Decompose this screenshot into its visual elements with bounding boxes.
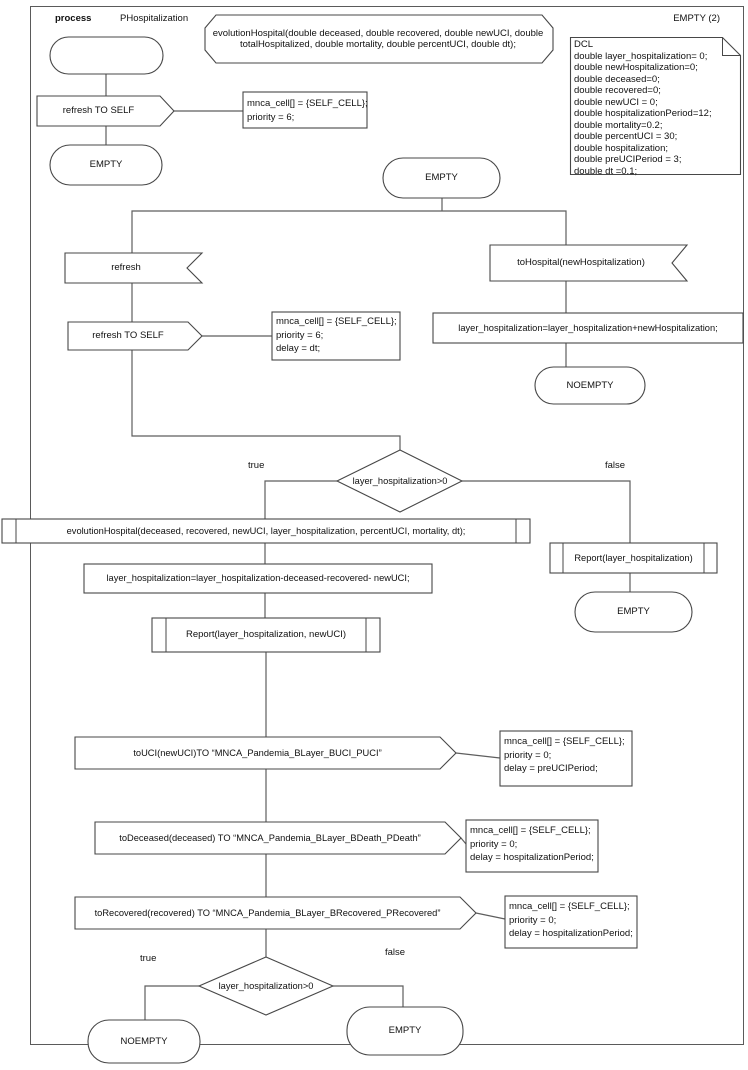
input-signal-text: refresh — [111, 262, 141, 274]
dcl-line: double recovered=0; — [574, 85, 661, 96]
state-oval-empty-1 — [49, 144, 163, 186]
comment-text: mnca_cell[] = {SELF_CELL}; priority = 6; — [247, 97, 368, 124]
true-branch-connector — [264, 480, 337, 519]
dcl-line: double percentUCI = 30; — [574, 131, 678, 142]
comment-line: mnca_cell[] = {SELF_CELL}; — [470, 825, 591, 836]
state-oval-empty-right — [574, 591, 693, 633]
procedure-declaration-shape — [204, 14, 554, 64]
output-signal-text: refresh TO SELF — [62, 105, 135, 117]
dcl-note-text: DCL double layer_hospitalization= 0; dou… — [574, 39, 739, 177]
output-signal-text: toDeceased(deceased) TO “MNCA_Pandemia_B… — [119, 832, 421, 843]
decision-condition-text: layer_hospitalization>0 — [352, 475, 448, 486]
comment-box-2 — [271, 311, 401, 361]
comment-line: priority = 0; — [509, 914, 557, 926]
state-oval-noempty-1 — [534, 366, 646, 405]
start-state-oval — [49, 36, 164, 75]
input-signal-refresh — [64, 252, 204, 284]
output-signal-torecovered — [74, 896, 477, 930]
state-label: NOEMPTY — [566, 379, 614, 391]
decision-diamond-bottom — [197, 956, 335, 1016]
branch-split-connector — [131, 210, 567, 253]
comment-line: mnca_cell[] = {SELF_CELL}; — [504, 736, 625, 747]
procedure-declaration-text: evolutionHospital(double deceased, doubl… — [212, 27, 544, 50]
dcl-line: double mortality=0.2; — [574, 119, 663, 131]
dcl-line: double newHospitalization=0; — [574, 62, 698, 73]
assignment-box-sub — [83, 563, 433, 594]
dcl-line: double deceased=0; — [574, 73, 660, 85]
comment-line: delay = preUCIPeriod; — [504, 763, 598, 774]
comment-line: delay = hospitalizationPeriod; — [470, 852, 594, 863]
procedure-call-text: evolutionHospital(deceased, recovered, n… — [66, 525, 466, 536]
comment-text: mnca_cell[] = {SELF_CELL}; priority = 0;… — [470, 824, 596, 865]
comment-box-torecovered — [504, 895, 638, 949]
assignment-text: layer_hospitalization=layer_hospitalizat… — [106, 573, 410, 584]
output-signal-todeceased — [94, 821, 462, 855]
state-label: EMPTY — [388, 1025, 422, 1037]
output-signal-refresh-to-self-2 — [67, 321, 203, 351]
comment-line: delay = dt; — [276, 343, 321, 354]
dcl-line: double preUCIPeriod = 3; — [574, 154, 682, 165]
output-signal-touci — [74, 736, 457, 770]
procedure-call-evolutionhospital — [1, 518, 531, 544]
decision-condition-text: layer_hospitalization>0 — [218, 980, 314, 991]
state-label: EMPTY — [89, 159, 123, 171]
dcl-note-box — [569, 36, 742, 176]
dcl-line: double dt =0.1; — [574, 165, 638, 177]
comment-line: mnca_cell[] = {SELF_CELL}; — [247, 98, 368, 109]
output-signal-text: refresh TO SELF — [92, 330, 164, 342]
assignment-text: layer_hospitalization=layer_hospitalizat… — [458, 322, 718, 333]
procedure-call-text: Report(layer_hospitalization, newUCI) — [186, 629, 346, 641]
process-name-label: PHospitalization — [120, 13, 189, 24]
assignment-box-add — [432, 312, 744, 344]
comment-line: delay = hospitalizationPeriod; — [509, 928, 633, 939]
comment-connector — [460, 837, 467, 845]
input-signal-tohospital — [489, 244, 689, 282]
comment-box-1 — [242, 91, 368, 129]
dcl-line: double newUCI = 0; — [574, 96, 658, 108]
output-signal-refresh-to-self-1 — [36, 95, 175, 127]
state-label: EMPTY — [617, 606, 650, 618]
comment-box-todeceased — [465, 819, 599, 873]
procedure-call-report-2 — [151, 617, 381, 653]
procedure-call-text: Report(layer_hospitalization) — [574, 552, 693, 563]
comment-line: priority = 6; — [276, 329, 324, 341]
state-oval-noempty-final — [87, 1019, 201, 1064]
input-signal-text: toHospital(newHospitalization) — [517, 257, 645, 269]
state-label: EMPTY — [425, 172, 458, 184]
comment-box-touci — [499, 730, 633, 787]
output-signal-text: toRecovered(recovered) TO “MNCA_Pandemia… — [94, 907, 441, 918]
comment-line: mnca_cell[] = {SELF_CELL}; — [509, 901, 630, 912]
state-oval-empty-main — [382, 157, 501, 199]
state-note-label: EMPTY (2) — [673, 13, 720, 24]
dcl-line: DCL — [574, 39, 594, 50]
false-branch-label: false — [605, 460, 626, 471]
false-branch-connector — [462, 480, 631, 543]
false-branch-connector — [333, 985, 404, 1007]
comment-line: mnca_cell[] = {SELF_CELL}; — [276, 316, 397, 327]
process-keyword-label: process — [55, 13, 92, 24]
dcl-line: double layer_hospitalization= 0; — [574, 50, 708, 62]
procedure-call-report-1 — [549, 542, 718, 574]
comment-text: mnca_cell[] = {SELF_CELL}; priority = 0;… — [509, 900, 635, 941]
true-branch-label: true — [248, 460, 265, 471]
state-label: NOEMPTY — [120, 1035, 168, 1047]
comment-line: priority = 0; — [470, 838, 518, 850]
decision-diamond-top — [335, 449, 464, 513]
dcl-note-fold — [722, 37, 741, 56]
comment-line: priority = 0; — [504, 749, 552, 761]
dcl-line: double hospitalizationPeriod=12; — [574, 108, 712, 119]
comment-connector — [455, 752, 501, 759]
connector — [131, 350, 401, 450]
comment-connector — [475, 912, 506, 920]
false-branch-label: false — [385, 947, 406, 958]
comment-text: mnca_cell[] = {SELF_CELL}; priority = 0;… — [504, 735, 630, 776]
dcl-line: double hospitalization; — [574, 142, 669, 154]
state-oval-empty-final — [346, 1006, 464, 1056]
true-branch-label: true — [140, 953, 157, 964]
comment-text: mnca_cell[] = {SELF_CELL}; priority = 6;… — [276, 315, 398, 356]
true-branch-connector — [144, 985, 199, 1020]
comment-line: priority = 6; — [247, 111, 295, 123]
output-signal-text: toUCI(newUCI)TO “MNCA_Pandemia_BLayer_BU… — [133, 747, 382, 758]
